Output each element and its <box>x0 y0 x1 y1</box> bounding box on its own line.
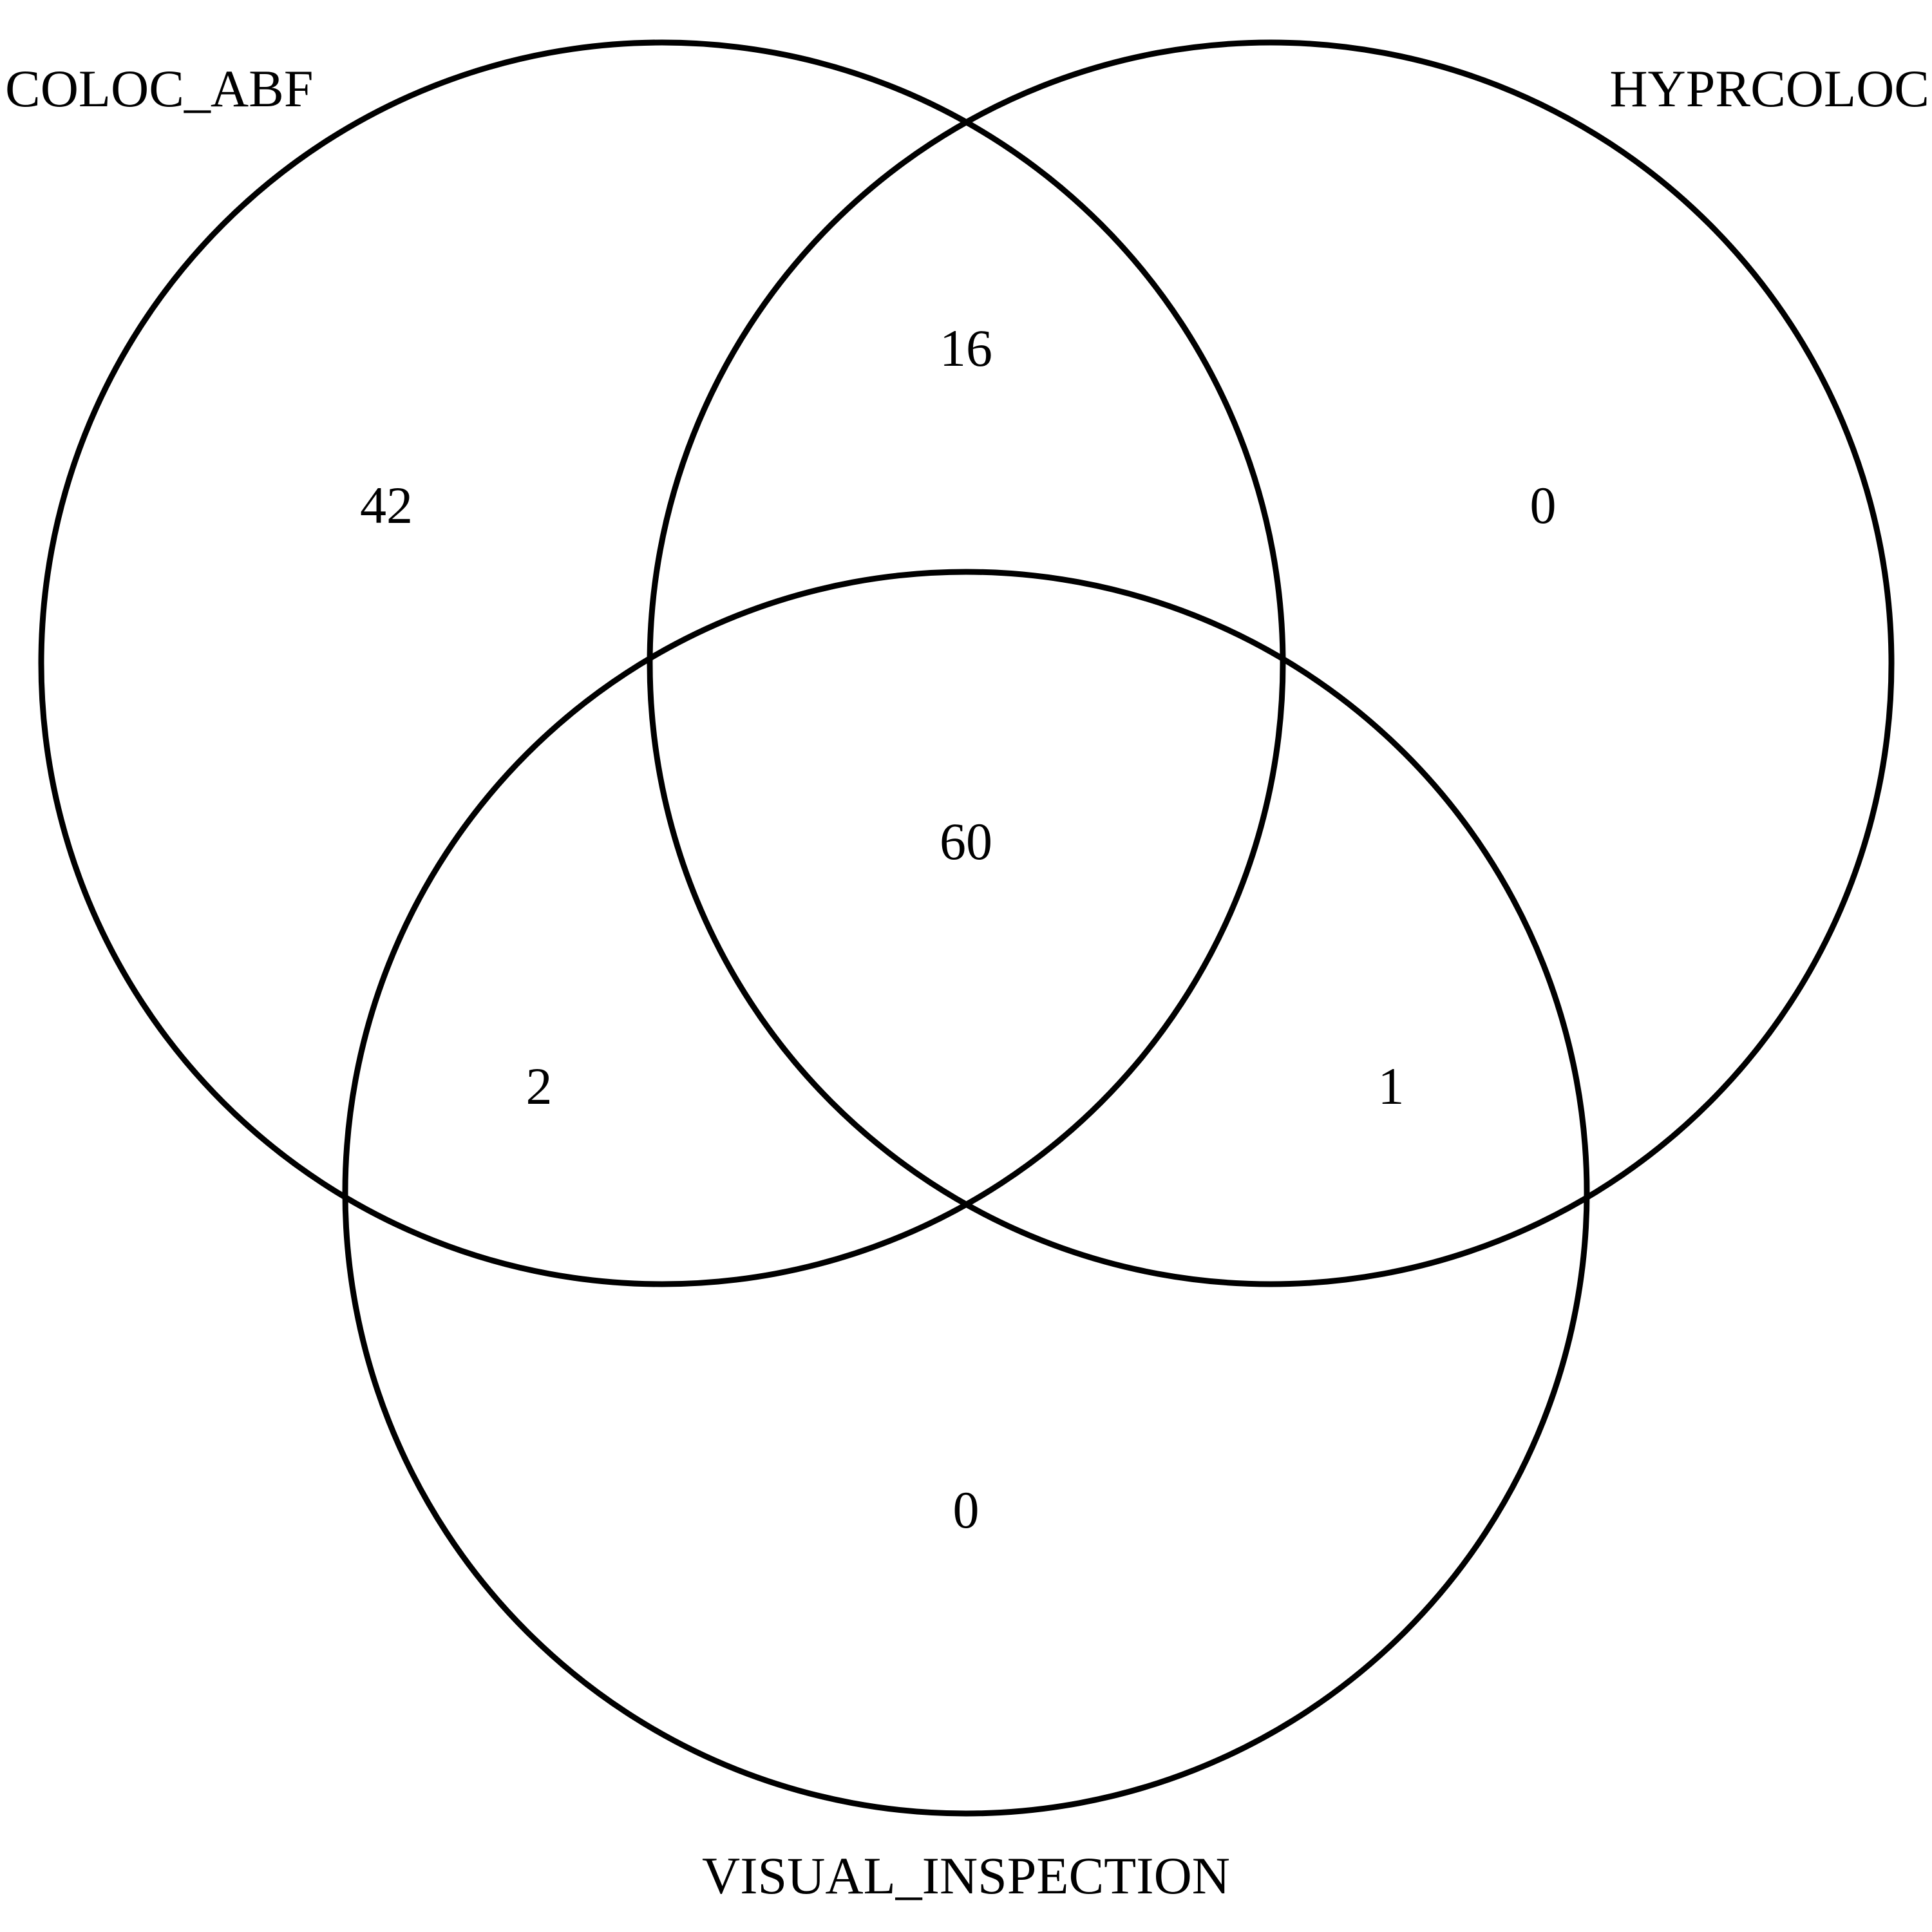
set-circle-visual-inspection <box>342 569 1590 1817</box>
region-count-hyprcoloc-only: 0 <box>1530 476 1557 535</box>
set-label-coloc-abf: COLOC_ABF <box>5 59 313 118</box>
region-count-coloc-abf-hyprcoloc: 16 <box>940 319 992 377</box>
set-label-hyprcoloc: HYPRCOLOC <box>1609 59 1929 118</box>
region-count-coloc-abf-only: 42 <box>360 476 413 535</box>
set-circle-hyprcoloc <box>647 39 1895 1287</box>
region-count-coloc-abf-visual-inspection: 2 <box>526 1057 553 1115</box>
region-count-visual-inspection-only: 0 <box>953 1481 980 1539</box>
set-label-visual-inspection: VISUAL_INSPECTION <box>702 1846 1230 1905</box>
region-count-all-three: 60 <box>940 812 992 871</box>
set-circle-coloc-abf <box>38 39 1286 1287</box>
region-count-hyprcoloc-visual-inspection: 1 <box>1378 1057 1405 1115</box>
